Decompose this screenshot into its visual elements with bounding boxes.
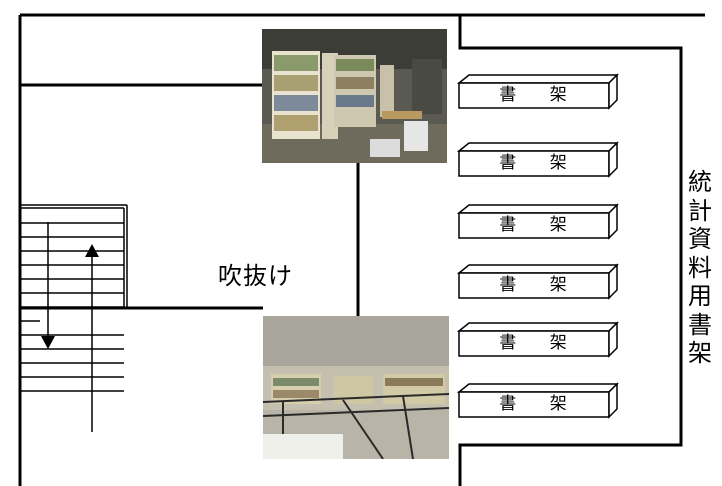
- right-wall: [458, 15, 683, 486]
- bookshelf: 書 架: [457, 202, 621, 240]
- bookshelf-label: 書 架: [499, 275, 581, 295]
- bookshelf: 書 架: [457, 381, 621, 419]
- bookshelf-label: 書 架: [499, 394, 581, 414]
- bookshelf-label: 書 架: [499, 85, 581, 105]
- bookshelf: 書 架: [457, 262, 621, 300]
- bookshelf: 書 架: [457, 140, 621, 178]
- atrium-railing-photo: [263, 316, 449, 459]
- staircase: [20, 204, 128, 432]
- bookshelf-label: 書 架: [499, 153, 581, 173]
- library-stacks-photo: [262, 29, 447, 163]
- bookshelf-label: 書 架: [499, 333, 581, 353]
- bookshelf-label: 書 架: [499, 215, 581, 235]
- statistics-shelf-label: 統計資料用書架: [688, 168, 712, 367]
- bookshelf: 書 架: [457, 72, 621, 110]
- bookshelf: 書 架: [457, 320, 621, 358]
- void-label: 吹抜け: [218, 262, 293, 290]
